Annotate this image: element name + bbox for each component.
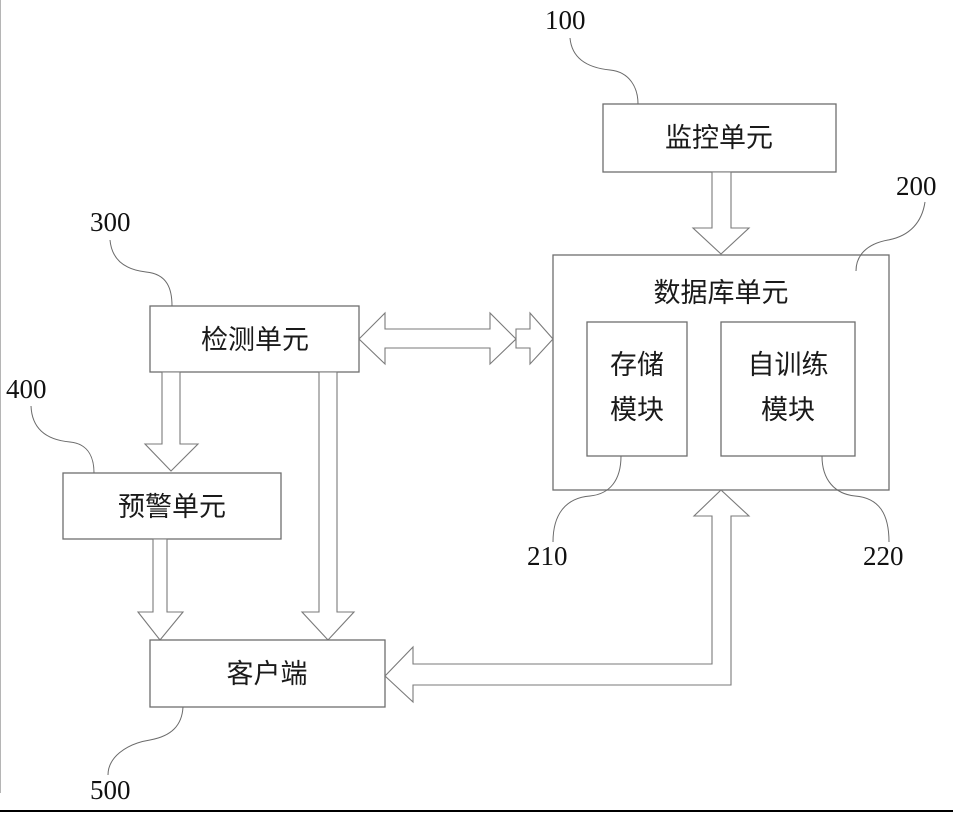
monitor-unit-label: 监控单元: [665, 123, 773, 154]
detection-unit-label: 检测单元: [201, 325, 309, 356]
arrow-monitor-to-database: [691, 171, 751, 255]
warning-unit-label: 预警单元: [118, 492, 226, 523]
arrow-database-client-bidirectional: [384, 489, 751, 704]
self-training-module-label-line2: 模块: [761, 395, 815, 426]
self-training-module-box: [720, 321, 856, 457]
detection-unit-box: [149, 305, 360, 373]
database-unit-label: 数据库单元: [654, 278, 789, 309]
ref-number-500: 500: [90, 775, 131, 805]
arrow-head-into-database: [515, 311, 554, 366]
leader-line-500: [107, 706, 184, 776]
leader-line-210: [552, 455, 622, 543]
ref-number-200: 200: [896, 171, 937, 201]
warning-unit-box: [62, 472, 282, 540]
ref-number-400: 400: [6, 374, 47, 404]
leader-line-400: [30, 405, 95, 474]
client-box: [149, 639, 386, 708]
ref-number-300: 300: [90, 207, 131, 237]
leader-line-220: [821, 455, 890, 543]
storage-module-label-line2: 模块: [610, 395, 664, 426]
client-label: 客户端: [227, 659, 308, 690]
ref-number-100: 100: [545, 5, 586, 35]
leader-line-200: [855, 201, 926, 272]
arrow-detection-database-bidirectional: [358, 311, 517, 366]
ref-number-210: 210: [527, 541, 568, 571]
arrow-detection-to-warning: [143, 371, 200, 472]
arrow-warning-to-client: [136, 538, 185, 641]
leader-line-300: [109, 239, 173, 307]
storage-module-label-line1: 存储: [610, 350, 664, 381]
self-training-module-label-line1: 自训练: [748, 350, 829, 381]
arrow-detection-to-client: [300, 371, 356, 641]
ref-number-220: 220: [863, 541, 904, 571]
leader-line-100: [569, 37, 639, 105]
storage-module-box: [586, 321, 688, 457]
